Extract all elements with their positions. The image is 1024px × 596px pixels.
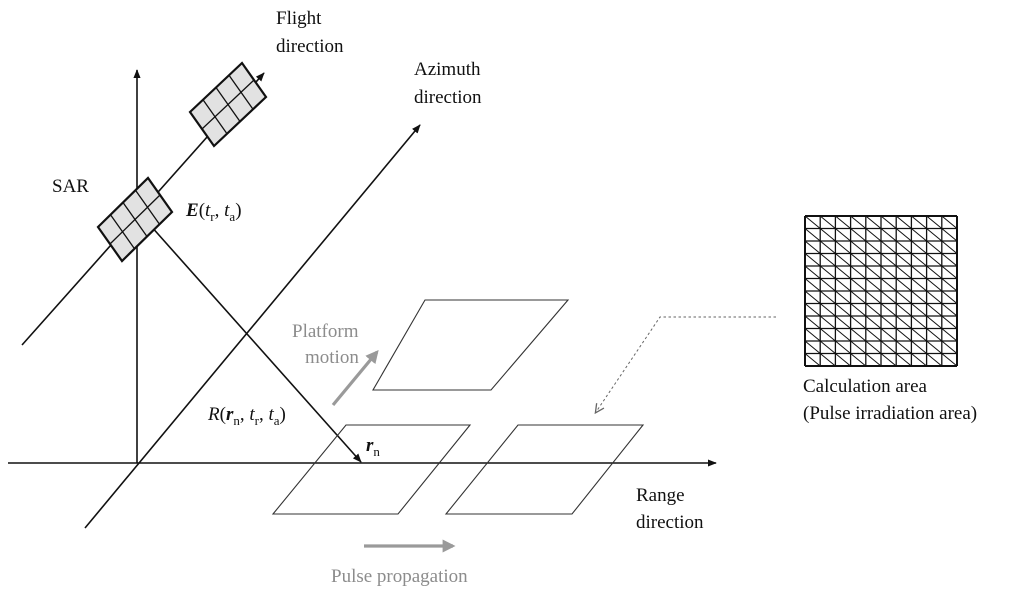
- azimuth-direction-label: Azimuth direction: [414, 59, 485, 108]
- ground-patch-upper: [372, 299, 570, 391]
- sar-label: SAR: [52, 176, 89, 197]
- platform-motion-label: Platform motion: [292, 321, 363, 368]
- flight-direction-label: Flight direction: [276, 8, 344, 57]
- sar-antenna-lower: [96, 176, 174, 263]
- calculation-area-label: Calculation area (Pulse irradiation area…: [803, 376, 977, 424]
- ground-patch-right: [444, 424, 645, 515]
- target-position-label: rn: [366, 435, 380, 459]
- azimuth-axis: [84, 124, 421, 529]
- range-vector-arrow: [149, 224, 362, 463]
- sar-antenna-upper: [188, 61, 268, 148]
- pulse-propagation-label: Pulse propagation: [331, 566, 468, 587]
- platform-motion-arrow: [331, 349, 379, 407]
- calculation-area-pointer: [596, 316, 776, 412]
- range-function-label: R(rn, tr, ta): [207, 404, 286, 428]
- calculation-area-mesh: [804, 215, 958, 367]
- ground-patch-left: [271, 424, 472, 515]
- range-direction-label: Range direction: [636, 485, 704, 533]
- e-field-label: E(tr, ta): [185, 200, 242, 224]
